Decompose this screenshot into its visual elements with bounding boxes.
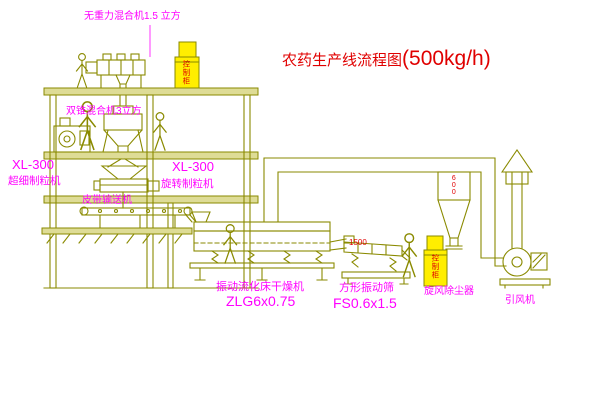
cabinet-top-text: 控制柜 — [181, 60, 191, 86]
cyclone-separator — [437, 171, 471, 250]
pulverizer — [53, 117, 91, 153]
roof-mixer-label: 无重力混合机1.5 立方 — [84, 11, 181, 22]
belt-conveyor-label: 皮带输送机 — [82, 195, 132, 206]
fan-label: 引风机 — [505, 295, 535, 306]
cabinet-right-text: 控制柜 — [430, 254, 440, 280]
screen-name-label: 方形振动筛 — [339, 282, 394, 294]
induced-draft-fan — [499, 247, 551, 289]
xl300-center-name: 旋转制粒机 — [161, 178, 214, 190]
screen-model-label: FS0.6x1.5 — [333, 295, 397, 311]
cyclone-dimension: 600 — [450, 175, 458, 196]
xl300-left-name: 超细制粒机 — [8, 175, 61, 187]
dryer-model-label: ZLG6x0.75 — [226, 293, 296, 309]
belt-conveyor — [79, 206, 197, 229]
cone-mixer-label: 双锥混合机3立方 — [66, 106, 142, 117]
xl300-left-model: XL-300 — [12, 157, 54, 172]
xl300-center-model: XL-300 — [172, 159, 214, 174]
exhaust-duct — [263, 157, 507, 267]
screen-dimension: 1500 — [349, 238, 367, 247]
building-frame — [41, 87, 259, 289]
diagram-title: 农药生产线流程图(500kg/h) — [282, 47, 491, 71]
control-cabinet-top — [174, 41, 200, 89]
roof-feed-pipe — [119, 94, 127, 107]
title-text: 农药生产线流程图 — [282, 52, 403, 69]
roof-mixer — [85, 53, 146, 89]
title-capacity: (500kg/h) — [402, 47, 491, 70]
fluid-bed-dryer — [189, 211, 347, 281]
exhaust-stack — [500, 149, 534, 249]
cyclone-label: 旋风除尘器 — [424, 286, 474, 297]
dryer-name-label: 振动流化床干燥机 — [216, 281, 304, 293]
control-cabinet-right — [423, 235, 448, 287]
granulator — [93, 165, 160, 209]
